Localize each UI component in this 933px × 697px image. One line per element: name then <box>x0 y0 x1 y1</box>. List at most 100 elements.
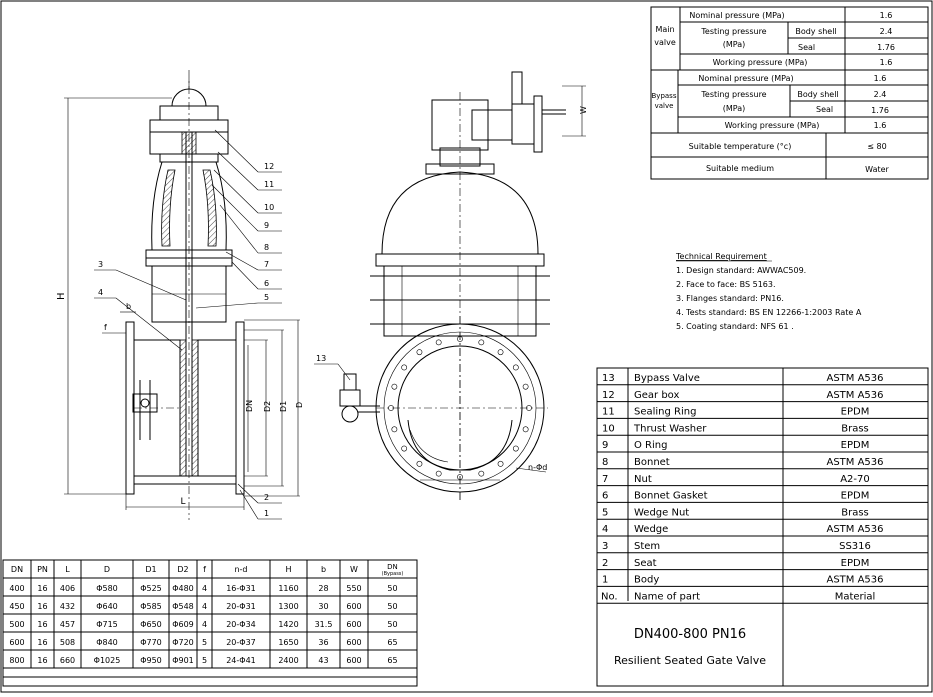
dim-cell: Φ480 <box>172 584 194 593</box>
dim-cell: 16 <box>37 638 47 647</box>
bolt-hole <box>478 470 485 477</box>
dim-label-l: L <box>180 497 185 507</box>
dim-cell: 450 <box>9 602 24 611</box>
temperature-label: Suitable temperature (°c) <box>689 142 792 151</box>
callout-label: 5 <box>264 293 269 302</box>
part-name: Wedge <box>634 524 668 535</box>
part-material: A2-70 <box>840 474 870 485</box>
bolt-hole <box>416 349 423 356</box>
bolt-hole <box>478 339 485 346</box>
dim-cell: Φ548 <box>172 602 194 611</box>
part-material: EPDM <box>841 440 870 451</box>
requirement-item: 3. Flanges standard: PN16. <box>676 294 784 303</box>
dim-label-b: b <box>126 302 131 311</box>
dim-cell: 2400 <box>278 656 298 665</box>
callout-label: 3 <box>98 260 103 269</box>
part-number: 13 <box>602 373 615 384</box>
bp-working-pressure-value: 1.6 <box>874 121 887 130</box>
parts-header-no: No. <box>601 591 618 602</box>
dim-cell: 16 <box>37 584 47 593</box>
part-material: Brass <box>841 507 869 518</box>
dim-header-cell: f <box>203 565 206 574</box>
main-valve-label-2: valve <box>654 38 676 47</box>
dim-label-nd: n-Φd <box>528 463 547 472</box>
dim-cell: 406 <box>60 584 75 593</box>
bolt-hole <box>497 349 504 356</box>
bp-body-shell-label: Body shell <box>797 90 838 99</box>
bolt-hole <box>435 339 442 346</box>
seal-value: 1.76 <box>877 43 895 52</box>
parts-header-material: Material <box>835 591 876 602</box>
part-name: Seat <box>634 558 657 569</box>
bp-testing-pressure-label: Testing pressure <box>700 90 766 99</box>
part-material: ASTM A536 <box>826 524 883 535</box>
bp-seal-value: 1.76 <box>871 106 889 115</box>
dim-cell: Φ640 <box>96 602 118 611</box>
dim-cell: Φ1025 <box>94 656 121 665</box>
nominal-pressure-value: 1.6 <box>880 11 893 20</box>
bolt-hole <box>522 383 529 390</box>
dim-cell: 500 <box>9 620 24 629</box>
dim-cell: Φ950 <box>140 656 162 665</box>
dim-cell: 800 <box>9 656 24 665</box>
callout-13: 13 <box>316 354 326 363</box>
requirement-item: 2. Face to face: BS 5163. <box>676 280 776 289</box>
dim-cell: 36 <box>318 638 328 647</box>
part-number: 1 <box>602 575 608 586</box>
bolt-hole <box>512 445 519 452</box>
testing-pressure-unit: (MPa) <box>723 40 746 49</box>
dim-cell: Φ770 <box>140 638 162 647</box>
dim-cell: 600 <box>346 656 361 665</box>
dim-cell: 16 <box>37 602 47 611</box>
dim-cell: 28 <box>318 584 328 593</box>
seal-label: Seal <box>798 43 815 52</box>
body-shell-label: Body shell <box>795 27 836 36</box>
bolt-hole <box>391 383 398 390</box>
dim-cell: 508 <box>60 638 75 647</box>
dim-cell: 24-Φ41 <box>226 656 256 665</box>
dim-cell: 4 <box>202 602 207 611</box>
dim-cell: 20-Φ31 <box>226 602 256 611</box>
part-material: ASTM A536 <box>826 457 883 468</box>
bolt-hole <box>391 426 398 433</box>
nominal-pressure-label: Nominal pressure (MPa) <box>689 11 784 20</box>
dim-cell: 20-Φ37 <box>226 638 256 647</box>
temperature-value: ≤ 80 <box>867 142 886 151</box>
dim-cell: Φ525 <box>140 584 162 593</box>
part-number: 11 <box>602 407 615 418</box>
dim-cell: 1160 <box>278 584 298 593</box>
dim-cell: Φ901 <box>172 656 194 665</box>
dim-label-d2: D2 <box>263 401 272 412</box>
dim-cell: 5 <box>202 656 207 665</box>
part-material: Brass <box>841 423 869 434</box>
part-number: 4 <box>602 524 608 535</box>
dim-cell: 600 <box>9 638 24 647</box>
callout-label: 6 <box>264 279 269 288</box>
dim-cell: 600 <box>346 602 361 611</box>
callout-label: 9 <box>264 221 269 230</box>
part-material: ASTM A536 <box>826 373 883 384</box>
callout-label: 1 <box>264 509 269 518</box>
dim-label-d: D <box>295 402 304 408</box>
part-name: Bonnet Gasket <box>634 491 708 502</box>
callout-label: 2 <box>264 493 269 502</box>
part-number: 7 <box>602 474 608 485</box>
dim-cell: 4 <box>202 584 207 593</box>
part-material: ASTM A536 <box>826 390 883 401</box>
dim-label-d1: D1 <box>279 401 288 412</box>
part-number: 2 <box>602 558 608 569</box>
bp-working-pressure-label: Working pressure (MPa) <box>725 121 820 130</box>
dim-cell: 65 <box>387 656 397 665</box>
part-name: Bonnet <box>634 457 670 468</box>
working-pressure-value: 1.6 <box>880 58 893 67</box>
part-name: Wedge Nut <box>634 507 689 518</box>
callout-label: 11 <box>264 180 274 189</box>
requirements-title: Technical Requirement <box>675 252 767 261</box>
part-material: SS316 <box>839 541 871 552</box>
part-material: EPDM <box>841 407 870 418</box>
dim-cell: 16-Φ31 <box>226 584 256 593</box>
callout-label: 10 <box>264 203 274 212</box>
dim-cell: Φ720 <box>172 638 194 647</box>
